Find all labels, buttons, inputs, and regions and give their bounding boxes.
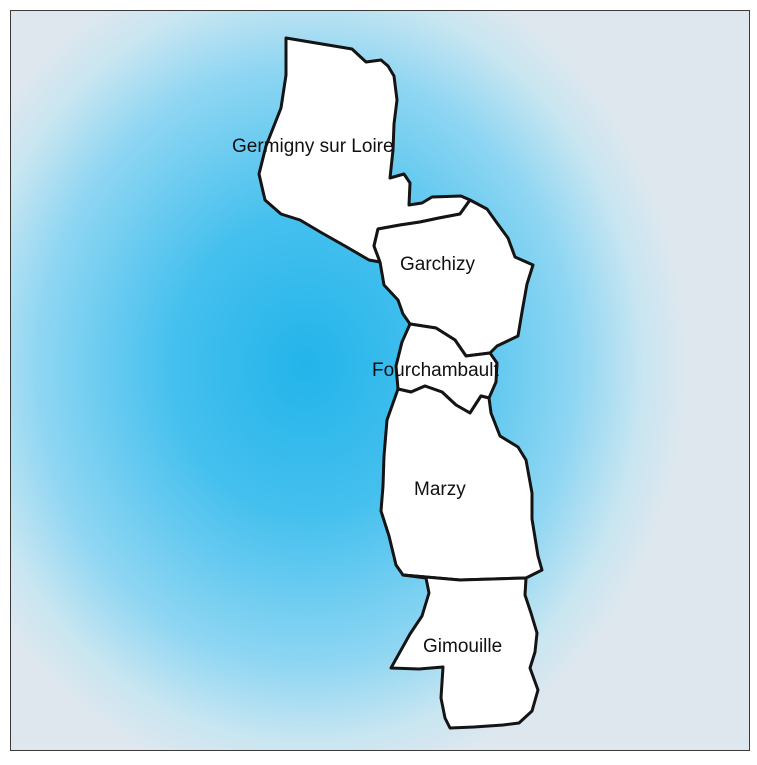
label-marzy: Marzy	[414, 479, 466, 500]
label-garchizy: Garchizy	[400, 254, 475, 275]
label-germigny: Germigny sur Loire	[232, 136, 394, 157]
label-fourchambault: Fourchambault	[372, 360, 499, 381]
commune-marzy[interactable]	[379, 384, 544, 582]
commune-garchizy[interactable]	[372, 198, 535, 358]
label-gimouille: Gimouille	[423, 636, 502, 657]
commune-gimouille[interactable]	[389, 573, 540, 730]
